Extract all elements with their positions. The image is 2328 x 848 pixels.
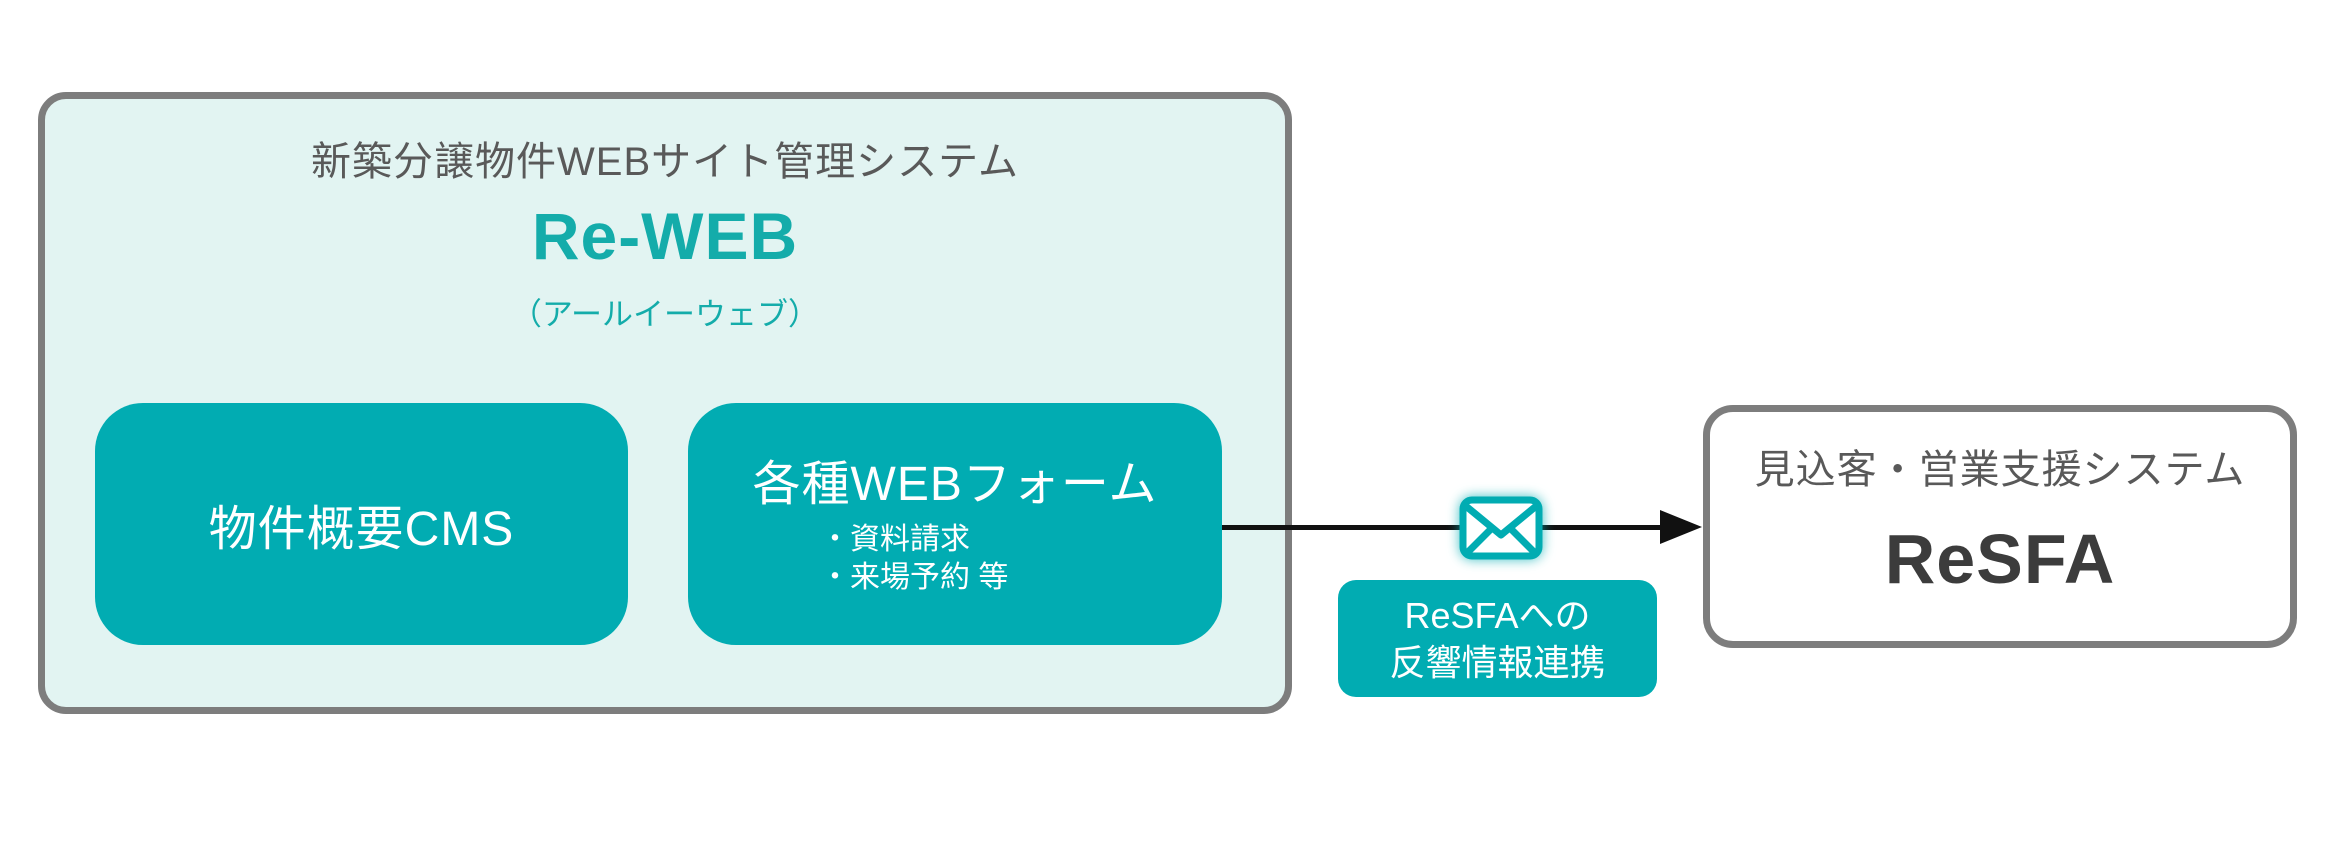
resfa-link-badge: ReSFAへの 反響情報連携 [1338, 580, 1657, 697]
module-forms-items: ・資料請求 ・来場予約 等 [820, 521, 1222, 597]
badge-line: 反響情報連携 [1389, 641, 1606, 683]
arrow-line [1222, 525, 1664, 530]
reweb-product-name: Re-WEB [531, 199, 799, 273]
module-cms-title: 物件概要CMS [208, 503, 515, 556]
resfa-panel: 見込客・営業支援システム ReSFA [1703, 405, 2297, 648]
resfa-product-name: ReSFA [1884, 520, 2116, 598]
reweb-product-reading: （アールイーウェブ） [510, 297, 820, 332]
envelope-icon [1459, 496, 1543, 560]
resfa-system-label: 見込客・営業支援システム [1754, 448, 2246, 492]
forms-bullet-item: ・来場予約 等 [820, 561, 1009, 594]
badge-line: ReSFAへの [1404, 594, 1591, 636]
module-forms-title: 各種WEBフォーム [752, 458, 1158, 511]
reweb-system-label: 新築分譲物件WEBサイト管理システム [311, 140, 1019, 184]
module-forms-box: 各種WEBフォーム ・資料請求 ・来場予約 等 [688, 403, 1222, 645]
forms-bullet-item: ・資料請求 [820, 523, 970, 556]
module-cms-box: 物件概要CMS [95, 403, 628, 645]
arrow-head [1660, 510, 1702, 544]
